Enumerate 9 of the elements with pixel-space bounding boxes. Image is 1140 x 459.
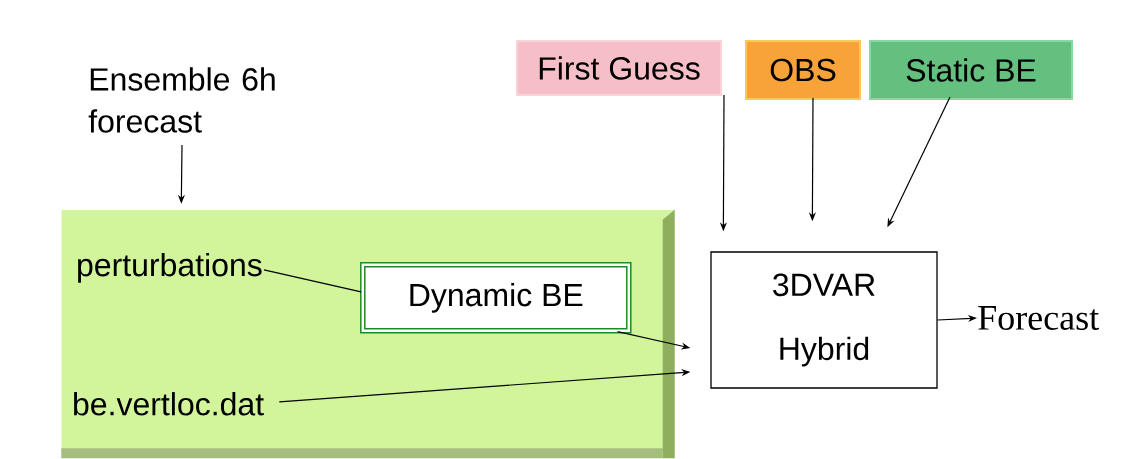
input-box: First Guess <box>516 40 722 96</box>
text-label: Forecast <box>978 306 1099 330</box>
process-box: Dynamic BE <box>360 262 632 334</box>
text-label: Ensemble 6h forecast <box>88 67 275 133</box>
text-label: perturbations <box>78 252 262 283</box>
input-box: Static BE <box>869 40 1073 100</box>
input-box: OBS <box>745 40 861 100</box>
text-label: be.vertloc.dat <box>74 392 264 416</box>
process-box: 3DVAR Hybrid <box>710 251 938 389</box>
